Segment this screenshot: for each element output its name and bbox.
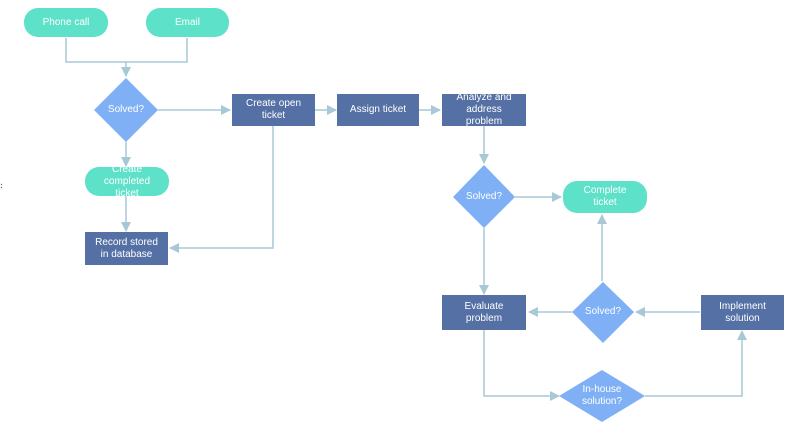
- connector-evaluate-to-in-house: [483, 330, 560, 401]
- email-node: Email: [146, 8, 229, 37]
- connector-in-house-to-implement: [645, 330, 747, 397]
- stray-mark: [0, 176, 3, 189]
- connector-email-to-solved: [121, 38, 188, 77]
- decision-diamond-3: [572, 282, 634, 343]
- connector-phone-call-to-solved: [65, 38, 126, 63]
- solved-decision-1-label: Solved?: [107, 104, 145, 115]
- assign-ticket-node: Assign ticket: [337, 94, 419, 126]
- decision-diamond-1: [94, 78, 158, 142]
- evaluate-problem-node: Evaluate problem: [442, 295, 526, 330]
- decision-diamond-2: [453, 165, 515, 228]
- implement-solution-node: Implement solution: [701, 295, 784, 330]
- decision-diamond-4: [559, 370, 645, 422]
- in-house-solution-label: In-house solution?: [581, 384, 623, 407]
- record-stored-node: Record stored in database: [85, 232, 168, 265]
- solved-decision-2-label: Solved?: [465, 191, 503, 202]
- analyze-address-problem-node: Analyze and address problem: [442, 92, 526, 127]
- connector-open-ticket-to-record: [169, 126, 274, 253]
- create-open-ticket-node: Create open ticket: [232, 94, 315, 126]
- phone-call-node: Phone call: [24, 8, 108, 37]
- create-completed-ticket-node: Create completed ticket: [85, 164, 169, 199]
- solved-decision-3-label: Solved?: [584, 306, 622, 317]
- complete-ticket-node: Complete ticket: [563, 181, 647, 213]
